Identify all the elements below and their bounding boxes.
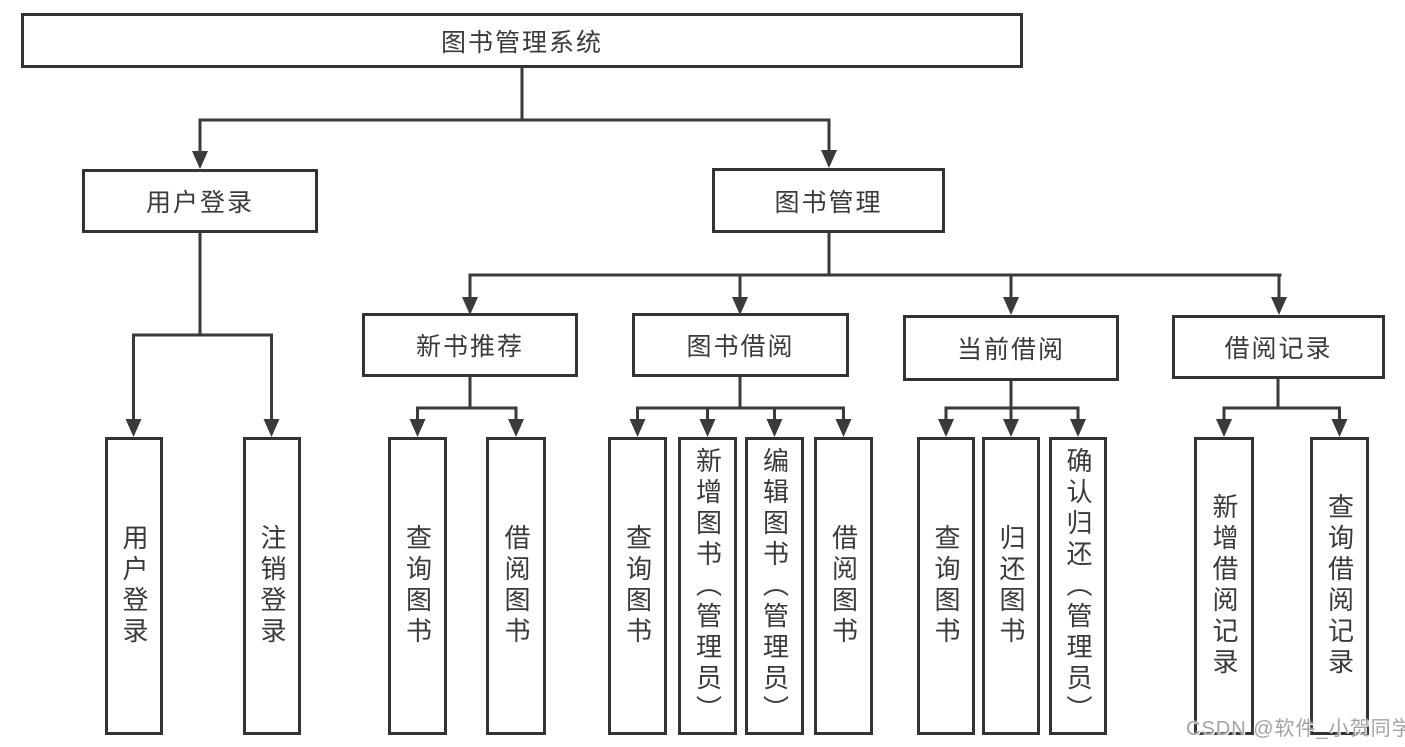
leaf-rec-query-book: 查询图书 — [388, 437, 447, 735]
leaf-cb-return-book: 归还图书 — [982, 437, 1040, 735]
edge-user-login-to-leaves — [125, 233, 280, 437]
leaf-bb-query-book: 查询图书 — [608, 437, 667, 735]
leaf-br-query-record: 查询借阅记录 — [1310, 437, 1369, 735]
node-borrow-records: 借阅记录 — [1172, 315, 1385, 379]
node-book-borrow: 图书借阅 — [632, 313, 849, 377]
edge-borrow-records-to-leaves — [1216, 379, 1348, 437]
node-user-login: 用户登录 — [82, 169, 318, 233]
edge-book-borrow-to-leaves — [629, 377, 852, 437]
leaf-user-login: 用户登录 — [105, 437, 163, 735]
csdn-watermark: CSDN @软件_小贺同学 — [1186, 718, 1405, 740]
leaf-rec-borrow-book: 借阅图书 — [486, 437, 546, 735]
edge-root-to-level2 — [192, 68, 837, 169]
node-current-borrow: 当前借阅 — [903, 315, 1119, 381]
edge-book-mgmt-to-level3 — [462, 233, 1287, 315]
leaf-bb-add-book-admin: 新增图书（管理员） — [678, 437, 737, 735]
leaf-br-add-record: 新增借阅记录 — [1194, 437, 1254, 735]
leaf-logout: 注销登录 — [243, 437, 301, 735]
edge-new-book-rec-to-leaves — [409, 377, 524, 437]
edge-current-borrow-to-leaves — [938, 381, 1086, 437]
node-book-management: 图书管理 — [712, 168, 945, 233]
leaf-bb-edit-book-admin: 编辑图书（管理员） — [745, 437, 804, 735]
leaf-bb-borrow-book: 借阅图书 — [814, 437, 873, 735]
node-new-book-recommend: 新书推荐 — [362, 313, 578, 377]
node-library-management-system: 图书管理系统 — [21, 13, 1023, 68]
leaf-cb-query-book: 查询图书 — [917, 437, 975, 735]
leaf-cb-confirm-return-admin: 确认归还（管理员） — [1049, 437, 1107, 735]
